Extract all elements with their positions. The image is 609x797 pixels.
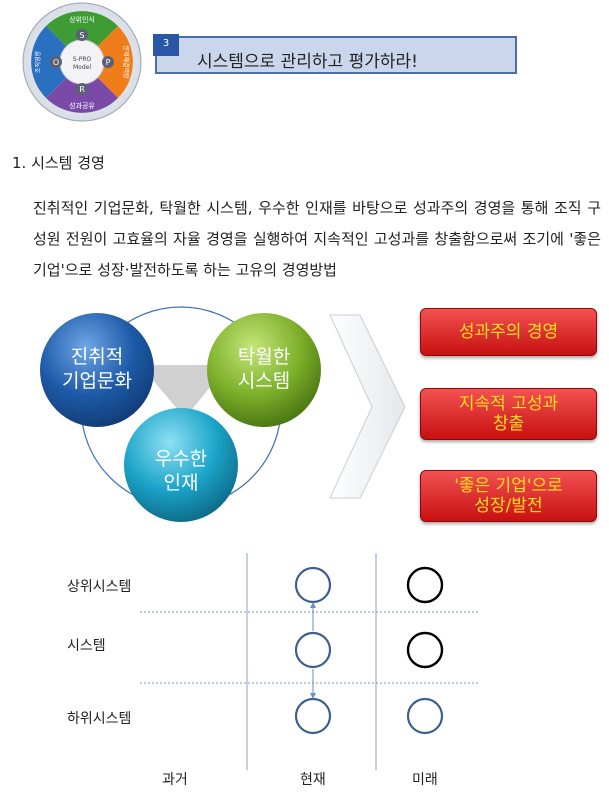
s-pro-model-logo: S O P R S-PRO Model 상위인식 성과공유 조직영향 문제해결역…	[22, 2, 142, 122]
section-number: 3	[153, 38, 179, 49]
outcome-high-performance-line1: 지속적 고성과	[459, 394, 558, 414]
col-label-future: 미래	[412, 769, 438, 789]
outcome-performance: 성과주의 경영	[420, 308, 597, 356]
page-title: 시스템으로 관리하고 평가하라!	[197, 47, 418, 72]
logo-letter-r: R	[79, 85, 85, 94]
row-label-upper: 상위시스템	[67, 576, 131, 596]
outcome-good-company-line2: 성장/발전	[454, 496, 563, 516]
present-lower-circle	[296, 699, 330, 733]
logo-letter-p: P	[106, 58, 111, 67]
logo-letter-o: O	[53, 58, 59, 67]
section-heading: 1. 시스템 경영	[12, 152, 105, 173]
outcome-high-performance: 지속적 고성과 창출	[420, 388, 597, 440]
section-body: 진취적인 기업문화, 탁월한 시스템, 우수한 인재를 바탕으로 성과주의 경영…	[33, 193, 601, 286]
circle-culture-line2: 기업문화	[62, 370, 132, 392]
circle-system-line1: 탁월한	[238, 346, 290, 368]
col-label-present: 현재	[300, 769, 326, 789]
logo-label-top: 상위인식	[69, 15, 95, 24]
outcome-high-performance-line2: 창출	[459, 414, 558, 434]
title-banner: 시스템으로 관리하고 평가하라!	[155, 36, 517, 74]
logo-center-line2: Model	[73, 64, 91, 71]
logo-label-left: 조직영향	[34, 50, 42, 73]
logo-letter-s: S	[79, 31, 84, 40]
logo-label-right: 문제해결역량	[122, 45, 130, 79]
circle-system-line2: 시스템	[238, 370, 290, 392]
right-arrow-icon	[330, 315, 405, 498]
circle-talent-line1: 우수한	[155, 448, 207, 470]
outcome-performance-line1: 성과주의 경영	[459, 322, 558, 342]
future-upper-circle	[408, 568, 442, 602]
row-label-system: 시스템	[67, 635, 106, 655]
outcome-good-company-line1: '좋은 기업'으로	[454, 476, 563, 496]
section-number-badge: 3	[153, 34, 179, 56]
circle-culture-line1: 진취적	[71, 346, 123, 368]
system-management-diagram: 진취적 기업문화 탁월한 시스템 우수한 인재 성과주의 경영 지속적 고성과 …	[0, 300, 609, 540]
outcome-good-company: '좋은 기업'으로 성장/발전	[420, 470, 597, 522]
circle-talent-line2: 인재	[164, 472, 199, 494]
present-upper-circle	[296, 568, 330, 602]
logo-center-line1: S-PRO	[73, 56, 92, 63]
col-label-past: 과거	[162, 769, 188, 789]
present-system-circle	[296, 633, 330, 667]
system-hierarchy-chart: 상위시스템 시스템 하위시스템 과거 현재 미래	[0, 545, 609, 797]
future-lower-circle	[408, 699, 442, 733]
row-label-lower: 하위시스템	[67, 708, 131, 728]
future-system-circle	[408, 633, 442, 667]
logo-label-bottom: 성과공유	[69, 101, 95, 110]
